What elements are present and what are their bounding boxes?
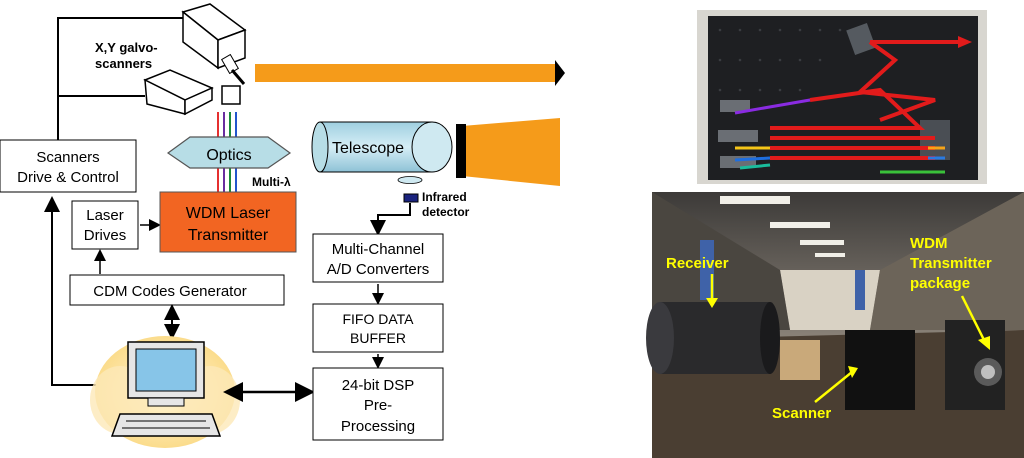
galvo-scanner-bottom bbox=[143, 69, 246, 116]
scanner-label: Scanner bbox=[772, 405, 831, 422]
dsp-label-3: Processing bbox=[341, 418, 415, 435]
adc-label-1: Multi-Channel bbox=[332, 241, 425, 258]
detector-to-adc-arrow bbox=[370, 203, 411, 236]
scanners-drive-box bbox=[0, 139, 137, 193]
optics-label: Optics bbox=[206, 147, 251, 164]
dsp-box bbox=[312, 367, 444, 441]
computer-to-scanners-arrow bbox=[44, 196, 100, 386]
computer-icon bbox=[90, 336, 240, 448]
hallway-photo: Receiver WDM Transmitter package Scanner bbox=[646, 192, 1024, 458]
laser-drives-label-2: Drives bbox=[84, 227, 127, 244]
wdm-label-1: WDM Laser bbox=[186, 205, 271, 222]
wdm-transmitter-box bbox=[159, 191, 297, 253]
incoming-beam bbox=[462, 118, 560, 186]
wdm-package-label-1: WDM bbox=[910, 235, 948, 252]
wdm-package-label-3: package bbox=[910, 275, 970, 292]
galvo-label-2: scanners bbox=[95, 56, 152, 71]
optics-block bbox=[166, 136, 292, 169]
outgoing-beam bbox=[255, 60, 565, 86]
cdm-label: CDM Codes Generator bbox=[93, 283, 246, 300]
adc-label-2: A/D Converters bbox=[327, 261, 430, 278]
fifo-box bbox=[312, 303, 444, 353]
infrared-label-1: Infrared bbox=[422, 190, 467, 204]
telescope bbox=[311, 121, 453, 184]
dsp-label-1: 24-bit DSP bbox=[342, 377, 415, 394]
block-diagram: X,Y galvo- scanners Optics Multi-λ Scann… bbox=[0, 3, 565, 448]
wdm-label-2: Transmitter bbox=[188, 227, 269, 244]
receiver-telescope bbox=[646, 302, 780, 374]
multi-lambda-label: Multi-λ bbox=[252, 175, 291, 189]
optical-table-photo bbox=[697, 10, 987, 184]
scanners-drive-label-1: Scanners bbox=[36, 149, 99, 166]
dsp-label-2: Pre- bbox=[364, 397, 392, 414]
laser-drives-box bbox=[71, 200, 139, 250]
telescope-label: Telescope bbox=[332, 140, 404, 157]
scanners-drive-label-2: Drive & Control bbox=[17, 169, 119, 186]
multi-lambda-beams bbox=[217, 112, 237, 192]
adc-box bbox=[312, 233, 444, 283]
infrared-label-2: detector bbox=[422, 205, 470, 219]
cdm-generator-box bbox=[69, 274, 285, 306]
scanners-to-galvo-line bbox=[57, 17, 185, 140]
fifo-label-1: FIFO DATA bbox=[342, 311, 414, 327]
laser-drives-label-1: Laser bbox=[86, 207, 124, 224]
galvo-scanner-top bbox=[181, 3, 247, 75]
receiver-label: Receiver bbox=[666, 255, 729, 272]
wdm-package-label-2: Transmitter bbox=[910, 255, 992, 272]
fifo-label-2: BUFFER bbox=[350, 330, 406, 346]
infrared-detector bbox=[403, 193, 419, 203]
galvo-label-1: X,Y galvo- bbox=[95, 40, 158, 55]
